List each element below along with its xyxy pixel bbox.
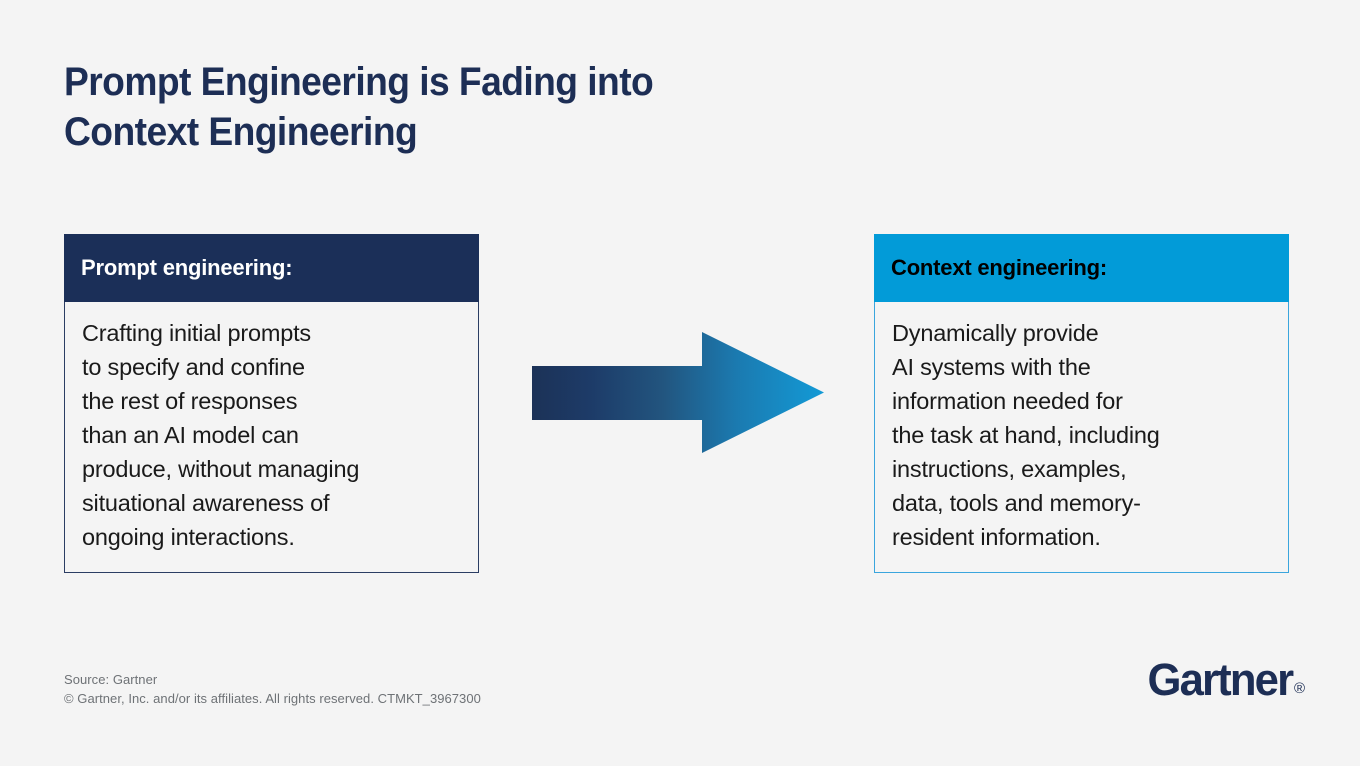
right-arrow-icon [532, 332, 824, 453]
page-title: Prompt Engineering is Fading into Contex… [64, 60, 654, 154]
panel-prompt-engineering-body: Crafting initial prompts to specify and … [64, 302, 479, 573]
footer-source-text: Source: Gartner © Gartner, Inc. and/or i… [64, 672, 481, 706]
panel-prompt-engineering-header: Prompt engineering: [64, 234, 479, 302]
gartner-logo-wordmark: Gartner [1147, 654, 1294, 705]
panel-context-engineering: Context engineering: Dynamically provide… [874, 234, 1289, 573]
registered-trademark-icon: ® [1293, 680, 1305, 697]
gartner-logo: Gartner ® [1143, 657, 1305, 702]
panel-context-engineering-body: Dynamically provide AI systems with the … [874, 302, 1289, 573]
panel-prompt-engineering: Prompt engineering: Crafting initial pro… [64, 234, 479, 573]
panel-context-engineering-header: Context engineering: [874, 234, 1289, 302]
